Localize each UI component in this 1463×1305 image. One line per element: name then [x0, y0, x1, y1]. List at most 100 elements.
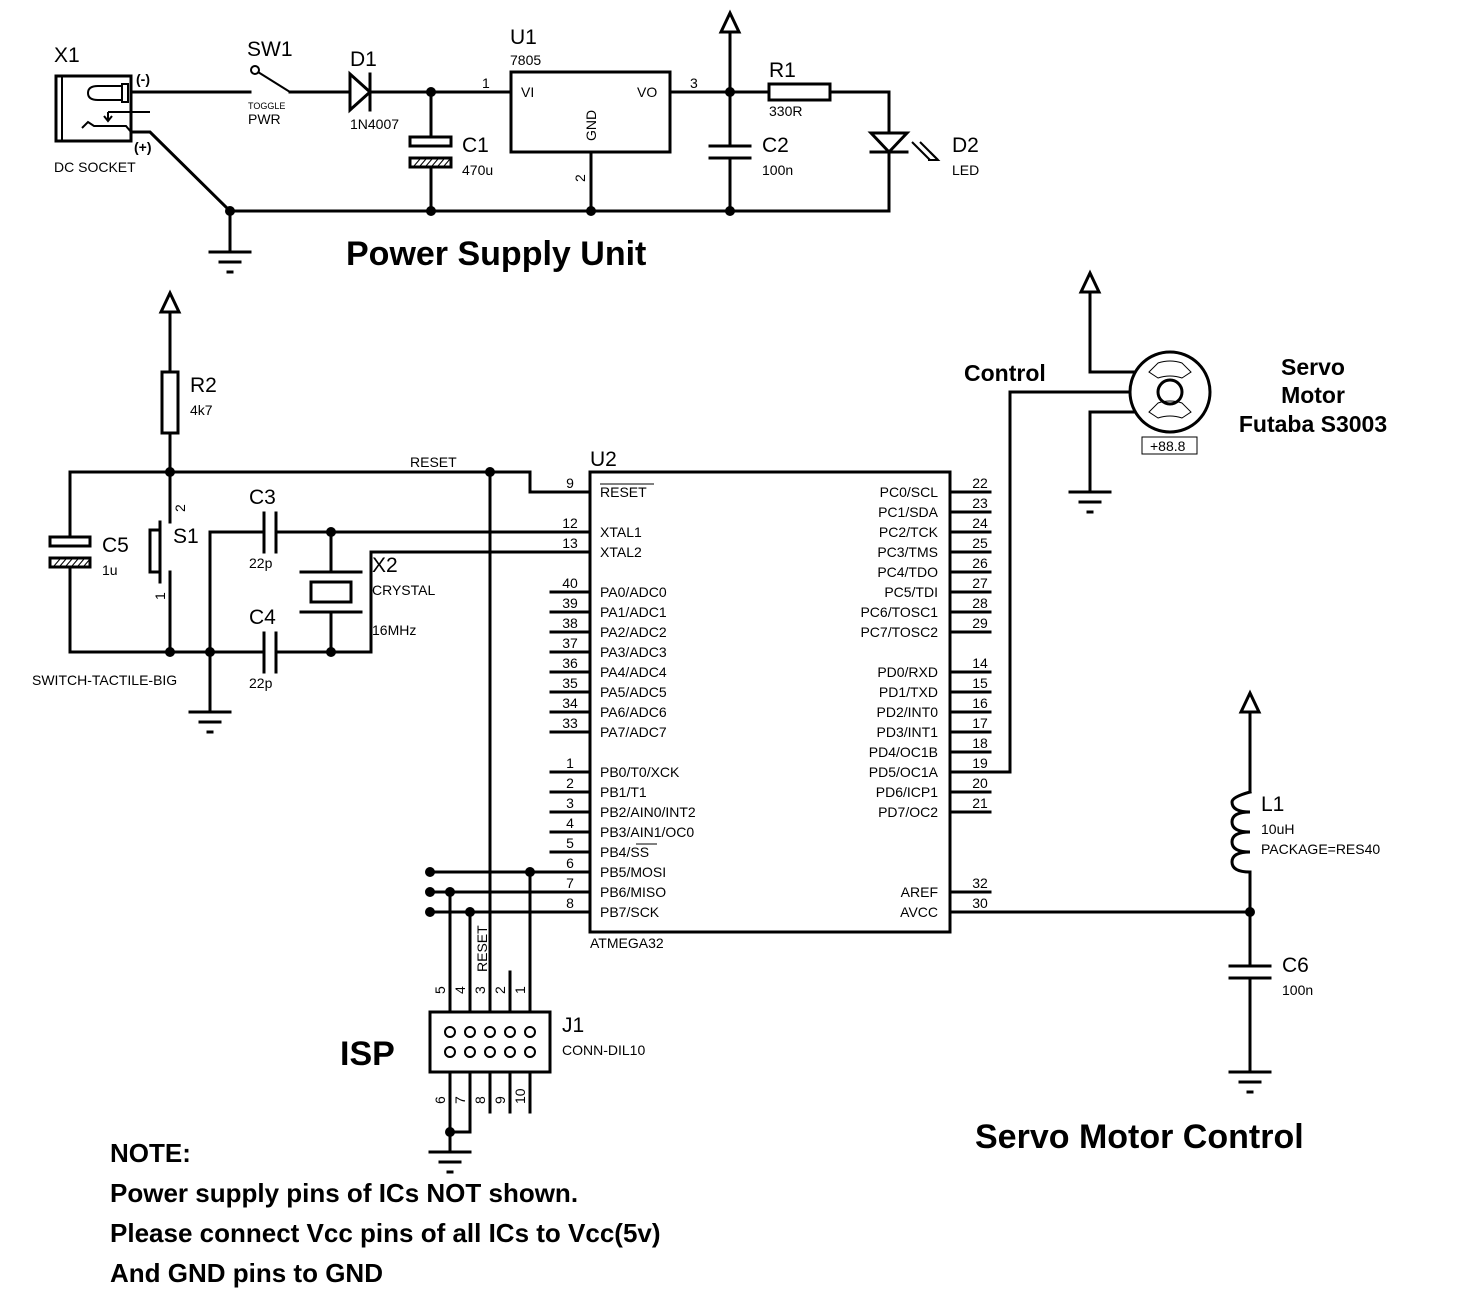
j1-pin-number: 2	[492, 986, 508, 994]
u2-value: ATMEGA32	[590, 935, 664, 951]
pin-number: 7	[566, 875, 574, 891]
pin-name: AVCC	[900, 904, 938, 920]
servo-label-line2: Motor	[1281, 382, 1345, 408]
j1-pin-hole	[464, 1026, 476, 1038]
reset-net-label-vertical: RESET	[474, 925, 490, 972]
toggle-switch-sw1: SW1 TOGGLE PWR	[247, 38, 293, 127]
c5-ref: C5	[102, 534, 129, 557]
pin-name: PC7/TOSC2	[860, 624, 938, 640]
pin-number: 33	[562, 715, 578, 731]
j1-pin-hole	[444, 1026, 456, 1038]
servo-motor: +88.8	[1128, 350, 1212, 455]
pin-number: 26	[972, 555, 988, 571]
pin-number: 19	[972, 755, 988, 771]
pin-name: PC2/TCK	[879, 524, 939, 540]
dc-socket-x1: X1 (-) (+) DC SOCKET	[54, 44, 152, 175]
u1-pin-vo: VO	[637, 84, 657, 100]
servo-label-line3: Futaba S3003	[1239, 411, 1387, 437]
pin-number: 32	[972, 875, 988, 891]
pin-name: PC3/TMS	[877, 544, 938, 560]
servo-label-line1: Servo	[1281, 354, 1345, 380]
d2-ref: D2	[952, 134, 979, 157]
pin-number: 28	[972, 595, 988, 611]
pin-number: 38	[562, 615, 578, 631]
x2-value: CRYSTAL	[372, 582, 435, 598]
j1-pin-number: 5	[432, 986, 448, 994]
pin-number: 1	[566, 755, 574, 771]
d1-value: 1N4007	[350, 116, 399, 132]
pin-number: 34	[562, 695, 578, 711]
pin-number: 24	[972, 515, 988, 531]
j1-pin-hole	[464, 1046, 476, 1058]
j1-pin-number: 10	[512, 1088, 528, 1104]
vcc-power-icon	[718, 9, 742, 94]
isp-title: ISP	[340, 1035, 395, 1073]
pin-name: PA5/ADC5	[600, 684, 667, 700]
ground-icon	[428, 1070, 472, 1174]
c6-value: 100n	[1282, 982, 1313, 998]
pin-number: 39	[562, 595, 578, 611]
pin-number: 23	[972, 495, 988, 511]
vcc-power-icon	[1238, 689, 1262, 794]
pin-name: PB6/MISO	[600, 884, 666, 900]
pin-name: PB3/AIN1/OC0	[600, 824, 694, 840]
r1-value: 330R	[769, 103, 802, 119]
s1-ref: S1	[173, 525, 199, 548]
pin-name: PC0/SCL	[880, 484, 939, 500]
j1-pin-number: 8	[472, 1096, 488, 1104]
pin-name: PB2/AIN0/INT2	[600, 804, 696, 820]
r2-value: 4k7	[190, 402, 213, 418]
d1-ref: D1	[350, 48, 377, 71]
j1-pin-hole	[484, 1046, 496, 1058]
pin-name: PA4/ADC4	[600, 664, 667, 680]
servo-readout: +88.8	[1150, 438, 1186, 454]
pin-name: PC6/TOSC1	[860, 604, 938, 620]
u2-left-pins: 9RESET12XTAL113XTAL240PA0/ADC039PA1/ADC1…	[549, 475, 696, 920]
s1-pin1: 1	[152, 592, 168, 600]
ground-icon	[1068, 410, 1135, 514]
tactile-switch-s1: S1 2 1 SWITCH-TACTILE-BIG	[32, 470, 199, 688]
servo-control-title: Servo Motor Control	[975, 1118, 1304, 1156]
pin-name: PD5/OC1A	[869, 764, 939, 780]
sw1-value: PWR	[248, 111, 281, 127]
x1-ref: X1	[54, 44, 80, 67]
diode-d1: D1 1N4007	[348, 48, 399, 132]
u2-ref: U2	[590, 448, 617, 471]
x2-freq: 16MHz	[372, 622, 416, 638]
capacitor-c1: C1 470u	[408, 90, 493, 213]
pin-name: PC1/SDA	[878, 504, 939, 520]
c1-value: 470u	[462, 162, 493, 178]
pin-name: PC5/TDI	[884, 584, 938, 600]
pin-number: 5	[566, 835, 574, 851]
j1-pin-number: 3	[472, 986, 488, 994]
pin-name: PA3/ADC3	[600, 644, 667, 660]
j1-pin-number: 1	[512, 986, 528, 994]
j1-pin-hole	[444, 1046, 456, 1058]
pin-name: PD3/INT1	[877, 724, 939, 740]
j1-pin-hole	[524, 1046, 536, 1058]
pin-number: 15	[972, 675, 988, 691]
s1-pin2: 2	[172, 504, 188, 512]
pin-name: XTAL2	[600, 544, 642, 560]
pin-number: 37	[562, 635, 578, 651]
pin-number: 21	[972, 795, 988, 811]
pin-number: 25	[972, 535, 988, 551]
